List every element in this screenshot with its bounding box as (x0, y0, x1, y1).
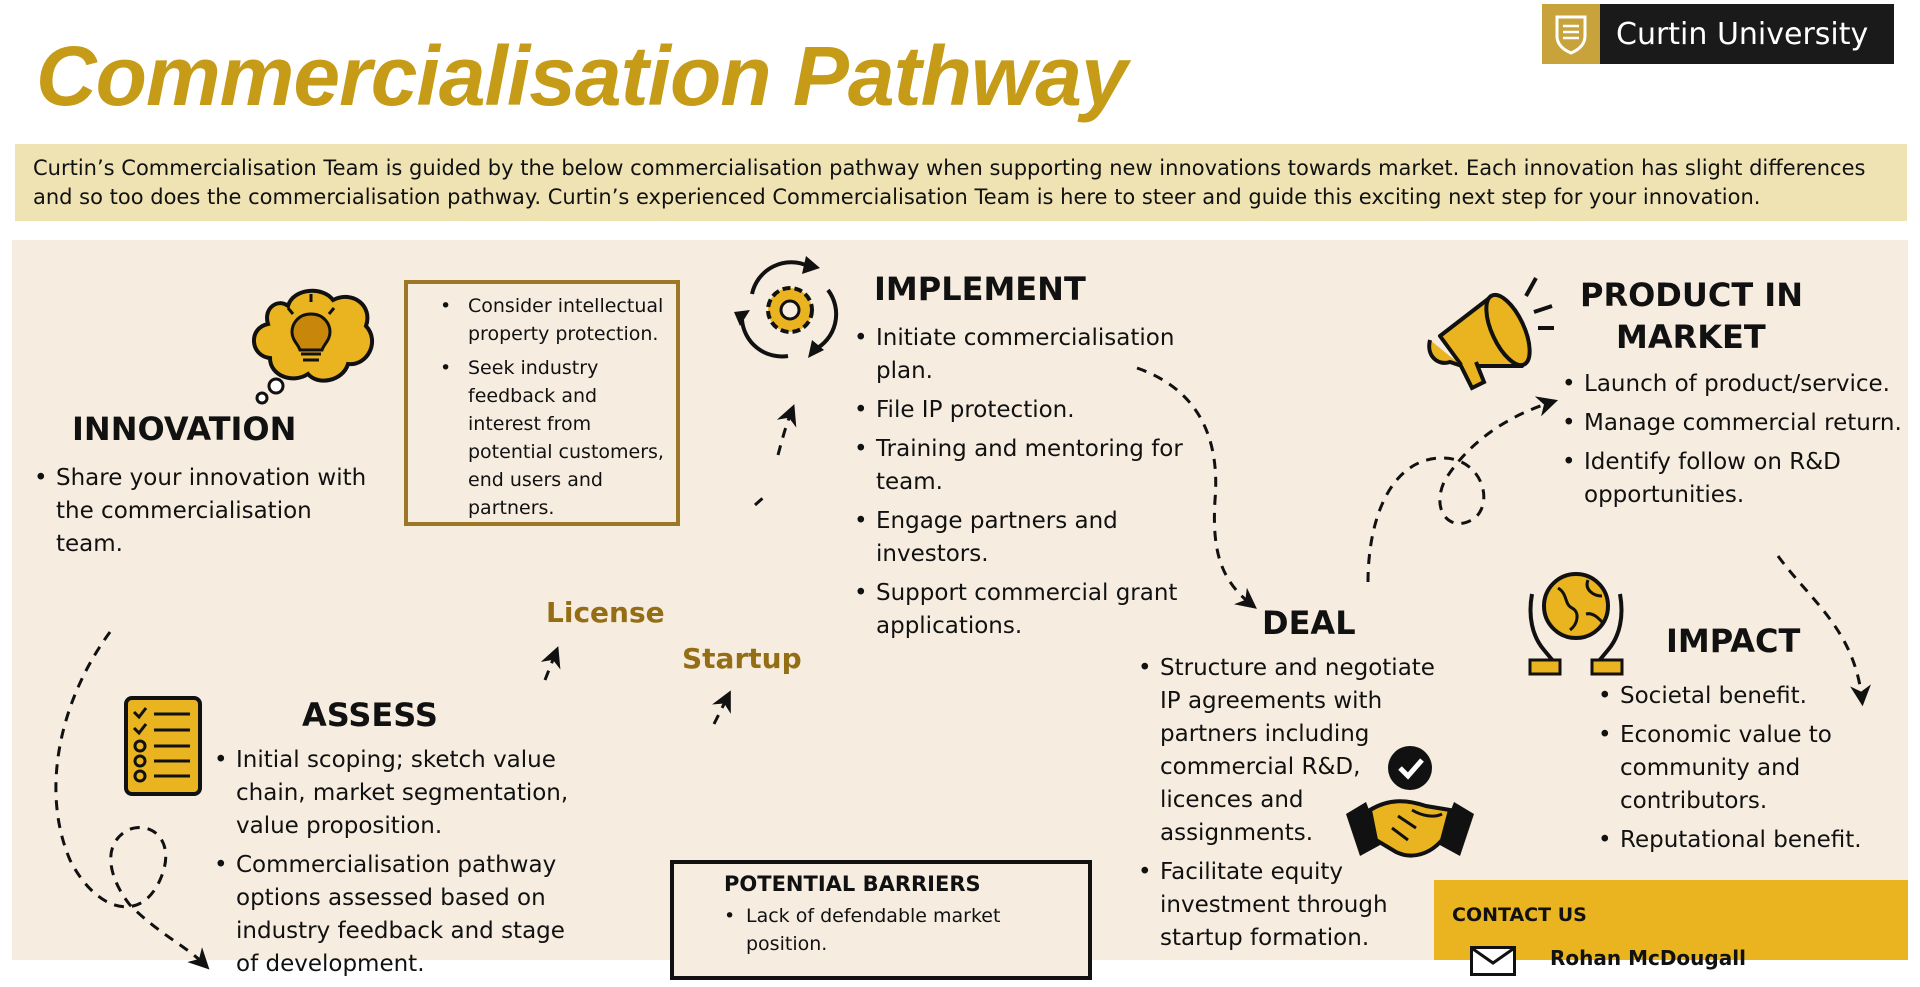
implement-bullet: Support commercial grant applications. (854, 577, 1194, 643)
impact-bullet: Reputational benefit. (1598, 824, 1878, 857)
product-bullet: Identify follow on R&D opportunities. (1562, 446, 1908, 512)
assess-bullet: Commercialisation pathway options assess… (214, 849, 574, 981)
contact-title: CONTACT US (1452, 904, 1587, 926)
implement-bullet: Initiate commercialisation plan. (854, 322, 1194, 388)
impact-bullet: Economic value to community and contribu… (1598, 719, 1878, 818)
product-bullet: Manage commercial return. (1562, 407, 1908, 440)
innovation-heading: INNOVATION (72, 410, 297, 448)
barrier-bullet: Lack of defendable market position. (724, 902, 1068, 958)
pathway-arrows (54, 366, 1871, 970)
barriers-title: POTENTIAL BARRIERS (724, 872, 981, 896)
arrow-implement (753, 410, 792, 507)
implement-bullet: File IP protection. (854, 394, 1194, 427)
contact-name[interactable]: Rohan McDougall (1550, 946, 1746, 970)
consider-box: Consider intellectual property protectio… (404, 280, 680, 526)
impact-bullet: Societal benefit. (1598, 680, 1878, 713)
deal-list: Structure and negotiate IP agreements wi… (1138, 652, 1438, 961)
contact-panel: CONTACT US Rohan McDougall (1434, 880, 1908, 976)
handshake-icon (1342, 744, 1478, 874)
impact-heading: IMPACT (1666, 622, 1801, 660)
consider-bullet: Consider intellectual property protectio… (440, 292, 666, 348)
assess-heading: ASSESS (302, 696, 438, 734)
arrow-startup (712, 690, 731, 725)
deal-bullet: Structure and negotiate IP agreements wi… (1138, 652, 1438, 850)
logo-text: Curtin University (1616, 16, 1869, 52)
curtin-logo[interactable]: Curtin University (1542, 4, 1894, 64)
license-label: License (546, 596, 665, 629)
assess-bullet: Initial scoping; sketch value chain, mar… (214, 744, 574, 843)
arrow-deal-product (1366, 396, 1559, 583)
megaphone-icon (1422, 266, 1556, 396)
implement-list: Initiate commercialisation plan. File IP… (854, 322, 1194, 649)
barriers-box: POTENTIAL BARRIERS Lack of defendable ma… (670, 860, 1092, 980)
innovation-list: Share your innovation with the commercia… (34, 462, 374, 567)
arrow-implement-deal (1136, 366, 1257, 609)
product-list: Launch of product/service. Manage commer… (1562, 368, 1908, 518)
deal-heading: DEAL (1262, 604, 1356, 642)
crest-icon (1542, 4, 1600, 64)
implement-heading: IMPLEMENT (874, 270, 1086, 308)
deal-bullet: Facilitate equity investment through sta… (1138, 856, 1438, 955)
arrow-product-impact (1776, 555, 1871, 707)
gear-cycle-icon (728, 250, 852, 374)
startup-label: Startup (682, 642, 802, 675)
lightbulb-icon (248, 286, 378, 410)
product-bullet: Launch of product/service. (1562, 368, 1908, 401)
arrow-license (540, 646, 561, 681)
implement-bullet: Engage partners and investors. (854, 505, 1194, 571)
checklist-icon (124, 696, 202, 800)
product-heading-line1: PRODUCT IN (1580, 276, 1803, 314)
intro-text: Curtin’s Commercialisation Team is guide… (33, 156, 1866, 209)
intro-banner: Curtin’s Commercialisation Team is guide… (15, 144, 1907, 221)
arrow-innovation-assess (54, 631, 210, 970)
implement-bullet: Training and mentoring for team. (854, 433, 1194, 499)
innovation-bullet: Share your innovation with the commercia… (34, 462, 374, 561)
globe-hands-icon (1524, 566, 1628, 680)
product-heading-line2: MARKET (1616, 318, 1766, 356)
assess-list: Initial scoping; sketch value chain, mar… (214, 744, 574, 987)
envelope-icon[interactable] (1470, 946, 1516, 976)
page-title: Commercialisation Pathway (36, 29, 1128, 123)
impact-list: Societal benefit. Economic value to comm… (1598, 680, 1878, 863)
consider-bullet: Seek industry feedback and interest from… (440, 354, 666, 522)
